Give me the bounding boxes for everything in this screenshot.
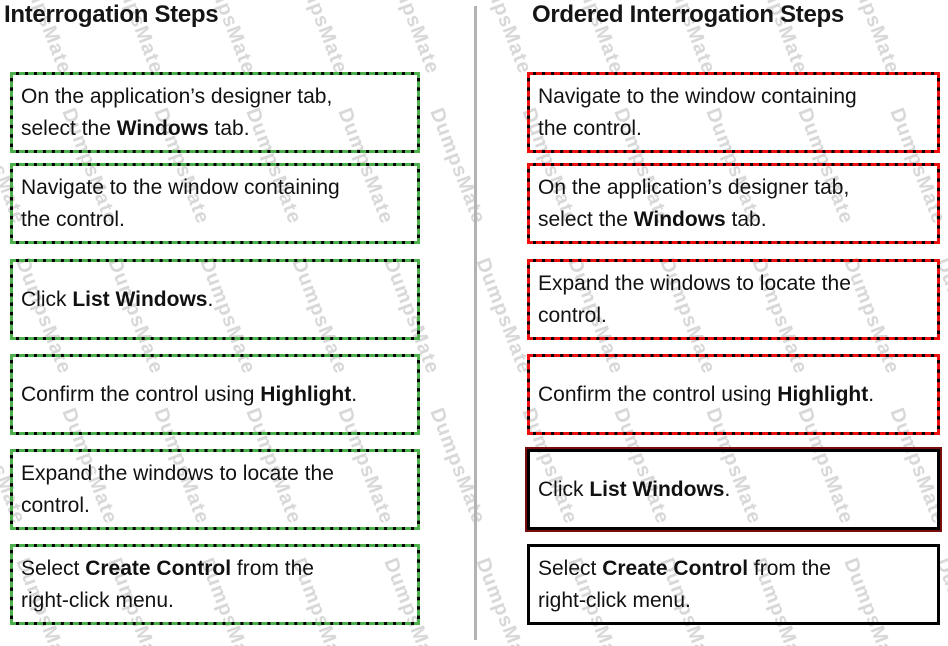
- step-text-line: Navigate to the window containing: [21, 176, 340, 199]
- step-box-right-3[interactable]: Expand the windows to locate the control.: [527, 259, 940, 340]
- watermark-text: DumpsMate: [425, 405, 490, 528]
- step-text-line: Navigate to the window containing: [538, 85, 857, 108]
- step-text-line: right-click menu.: [538, 588, 691, 612]
- watermark-text: DumpsMate: [425, 105, 490, 228]
- watermark-text: DumpsMate: [839, 0, 904, 78]
- step-text-line: Select Create Control from the: [538, 557, 831, 580]
- step-text-line: Expand the windows to locate the: [21, 462, 334, 485]
- step-text-line: select the Windows tab.: [21, 116, 250, 140]
- step-text-line: Confirm the control using Highlight.: [538, 382, 875, 406]
- step-box-right-5[interactable]: Click List Windows.: [525, 447, 942, 532]
- watermark-text: DumpsMate: [471, 0, 536, 78]
- step-text-line: control.: [538, 303, 607, 327]
- step-text-line: Click List Windows.: [21, 287, 214, 311]
- step-text-line: On the application’s designer tab,: [21, 85, 333, 108]
- watermark-text: DumpsMate: [287, 0, 352, 78]
- step-text-line: On the application’s designer tab,: [538, 176, 850, 199]
- step-text-line: Confirm the control using Highlight.: [21, 382, 358, 406]
- watermark-text: DumpsMate: [931, 0, 948, 78]
- right-column-title: Ordered Interrogation Steps: [532, 1, 844, 28]
- column-divider: [474, 6, 477, 640]
- step-text-line: right-click menu.: [21, 588, 174, 612]
- step-box-left-1[interactable]: On the application’s designer tab, select…: [10, 72, 420, 153]
- step-box-right-4[interactable]: Confirm the control using Highlight.: [527, 354, 940, 435]
- step-box-right-6[interactable]: Select Create Control from the right-clic…: [527, 544, 940, 625]
- step-text-line: Click List Windows.: [538, 477, 731, 501]
- step-text-line: Select Create Control from the: [21, 557, 314, 580]
- step-text-line: Expand the windows to locate the: [538, 272, 851, 295]
- step-box-right-1[interactable]: Navigate to the window containing the con…: [527, 72, 940, 153]
- left-column-title: Interrogation Steps: [4, 1, 219, 28]
- step-box-left-5[interactable]: Expand the windows to locate the control.: [10, 449, 420, 530]
- step-box-left-2[interactable]: Navigate to the window containing the con…: [10, 163, 420, 244]
- step-box-left-4[interactable]: Confirm the control using Highlight.: [10, 354, 420, 435]
- step-text-line: the control.: [538, 116, 642, 140]
- watermark-text: DumpsMate: [379, 0, 444, 78]
- step-box-right-2[interactable]: On the application’s designer tab, select…: [527, 163, 940, 244]
- step-text-line: select the Windows tab.: [538, 207, 767, 231]
- step-box-left-3[interactable]: Click List Windows.: [10, 259, 420, 340]
- step-text-line: the control.: [21, 207, 125, 231]
- step-text-line: control.: [21, 493, 90, 517]
- step-box-left-6[interactable]: Select Create Control from the right-clic…: [10, 544, 420, 625]
